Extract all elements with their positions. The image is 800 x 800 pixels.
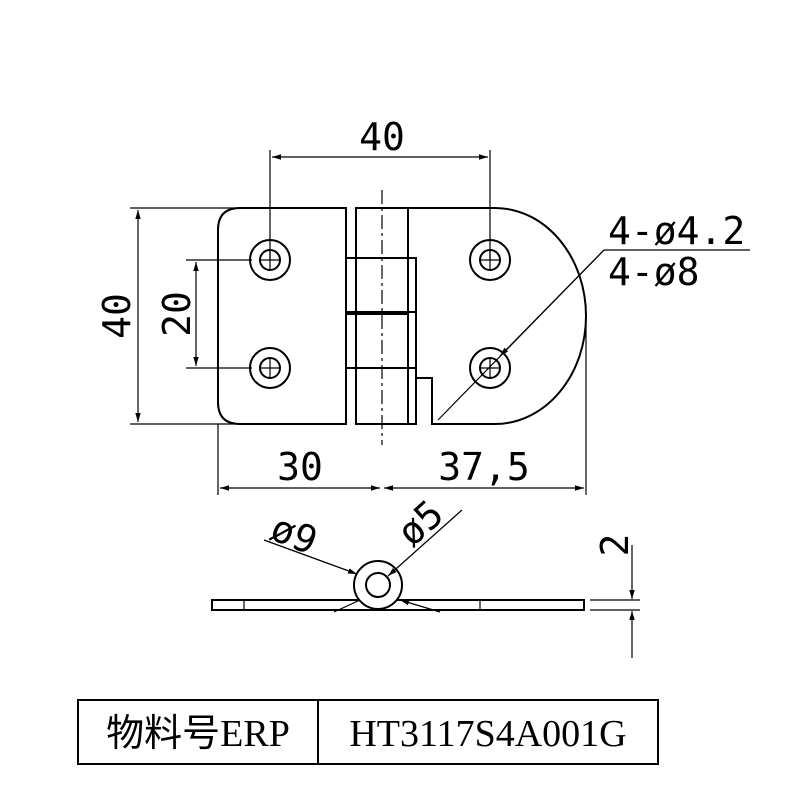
dim-left-height: 40 (95, 207, 240, 425)
hole-callout-large: 4-ø8 (608, 250, 700, 294)
right-leaf-outline (407, 207, 587, 425)
knuckle-outer-circle (353, 560, 403, 610)
dim-thickness-label: 2 (593, 534, 637, 557)
title-block: 物料号ERP HT3117S4A001G (77, 699, 659, 765)
knuckle-tab-bottom (355, 367, 417, 425)
hole-bottom-right (469, 347, 511, 389)
title-block-part-number: HT3117S4A001G (349, 713, 626, 755)
knuckle-inner-circle (365, 572, 391, 598)
dim-hole-spacing: 20 (155, 259, 252, 369)
hinge-side-view: ø9 ø5 2 (211, 491, 640, 658)
hole-callout-small: 4-ø4.2 (608, 209, 745, 253)
dim-leaf-widths: 30 37,5 (217, 316, 587, 495)
dim-hole-spacing-label: 20 (155, 291, 199, 337)
hole-callout: 4-ø4.2 4-ø8 (437, 209, 750, 421)
dim-left-height-label: 40 (95, 293, 139, 339)
hinge-top-view (217, 190, 587, 445)
dim-right-leaf-label: 37,5 (438, 445, 530, 489)
dim-knuckle-outer-label: ø9 (265, 506, 324, 564)
dim-top-width: 40 (269, 115, 491, 260)
dim-knuckle-inner-label: ø5 (389, 491, 452, 554)
title-block-label: 物料号ERP (106, 713, 290, 755)
left-leaf-outline (217, 207, 347, 425)
hole-bottom-left (249, 347, 291, 389)
side-view-plate (211, 599, 585, 611)
dim-top-width-label: 40 (359, 115, 405, 159)
dim-left-leaf-label: 30 (277, 445, 323, 489)
